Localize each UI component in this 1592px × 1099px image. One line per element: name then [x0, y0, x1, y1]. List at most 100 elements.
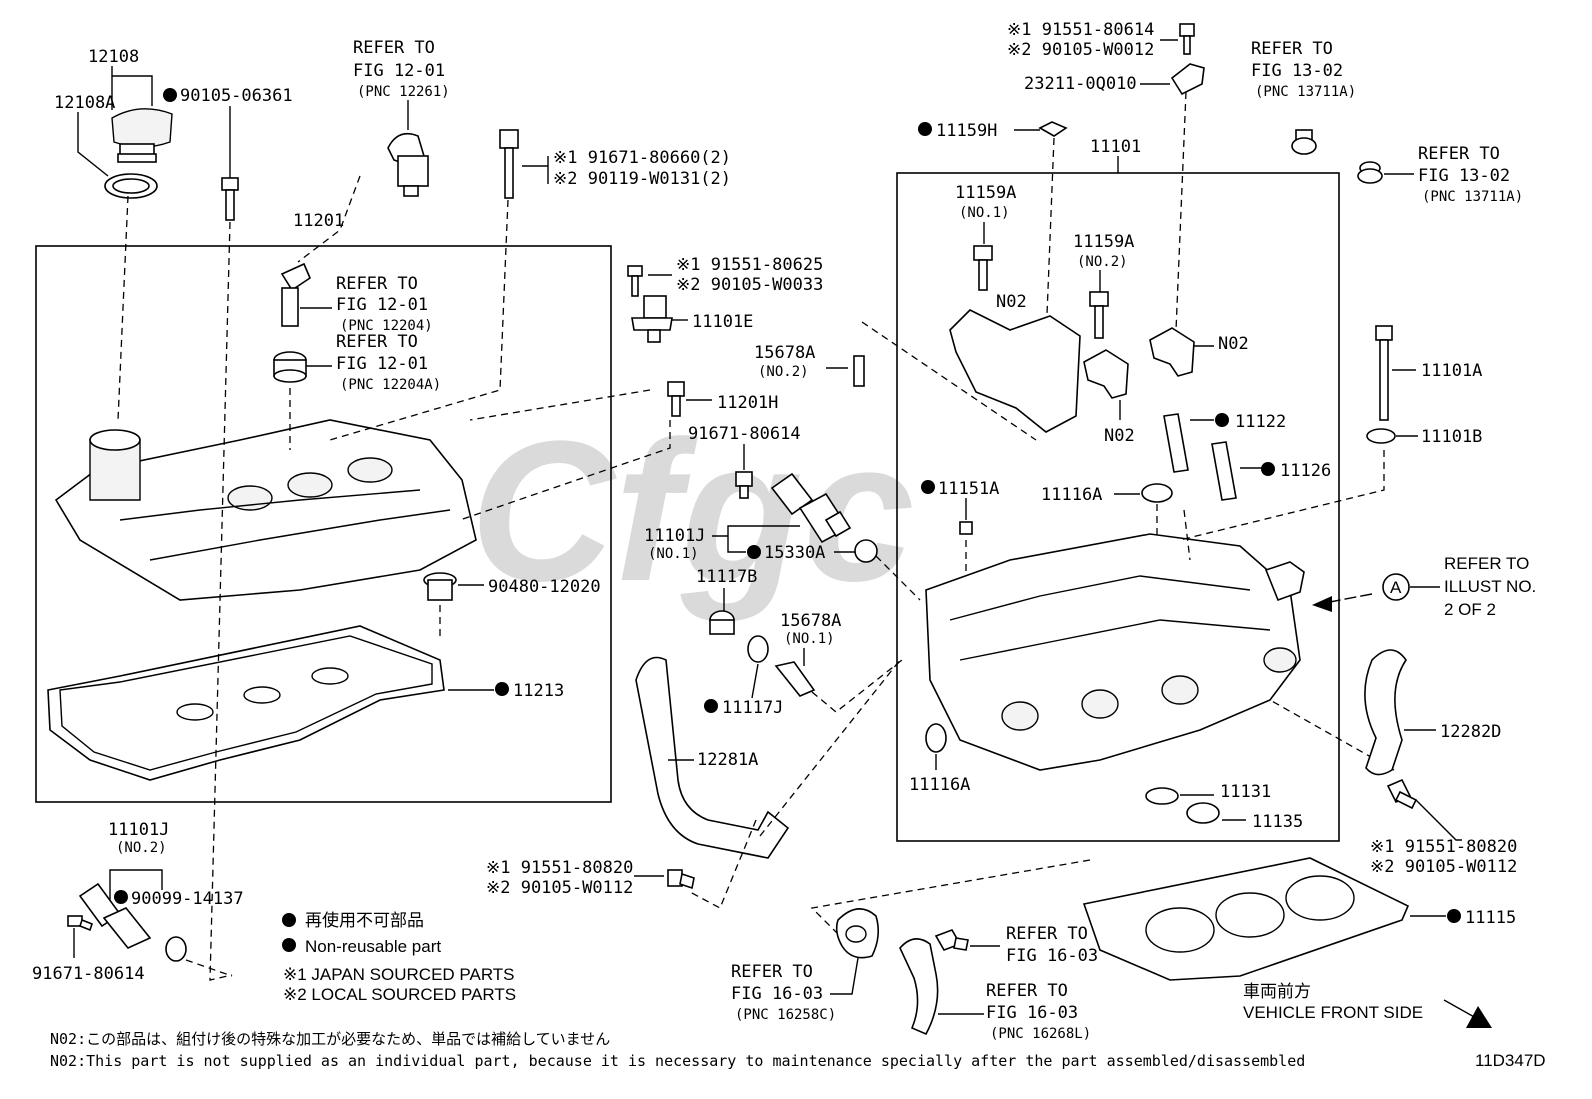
label-11159a-1-no: (NO.1) [959, 205, 1010, 221]
label-refer-12261-1: REFER TO [353, 38, 435, 58]
legend-dot-jp [282, 913, 296, 927]
label-11115: 11115 [1465, 908, 1516, 928]
label-n02-b: N02 [1104, 426, 1135, 446]
ocv-o-ring [854, 539, 878, 563]
vehicle-front-arrow [1443, 999, 1477, 1019]
label-91551-80625: ※1 91551-80625 [676, 255, 823, 275]
label-12108: 12108 [88, 47, 139, 67]
gasket-16268l [899, 938, 939, 1036]
label-refer-12261-2: FIG 12-01 [353, 61, 445, 81]
label-11101j-2: 11101J [108, 820, 169, 840]
pcv-valve [387, 132, 429, 197]
label-11101: 11101 [1090, 137, 1141, 157]
hanger-bolt-l [667, 869, 695, 890]
label-90105-w0012: ※2 90105-W0012 [1007, 40, 1154, 60]
non-reusable-mark [921, 480, 935, 494]
gasket-16258c [835, 908, 880, 959]
ocv-bolt [735, 471, 753, 499]
valve-guide-bushing [1163, 413, 1189, 473]
hanger-bolt-r [1386, 778, 1418, 810]
label-refer-16258c-1: REFER TO [731, 962, 813, 982]
label-11201: 11201 [293, 211, 344, 231]
cam-cap-bolt-no2 [1089, 291, 1109, 339]
plug-13711a-a [1291, 129, 1317, 155]
label-90105-06361: 90105-06361 [180, 86, 293, 106]
label-90099-14137: 90099-14137 [131, 889, 244, 909]
pcv-hose-connector [280, 262, 311, 327]
oil-control-valve [770, 472, 852, 544]
ocv-o-ring-no2 [165, 936, 187, 962]
label-refer-13711a-2: FIG 13-02 [1251, 61, 1343, 81]
oil-filler-cap [111, 108, 173, 163]
label-91671-80614-b: 91671-80614 [32, 964, 145, 984]
label-90480-12020: 90480-12020 [488, 577, 601, 597]
legend-nonreuse-jp: 再使用不可部品 [305, 910, 424, 930]
label-refer-16258c-3: (PNC 16258C) [735, 1007, 836, 1023]
non-reusable-mark [1215, 413, 1229, 427]
label-11126: 11126 [1280, 461, 1331, 481]
reference-circle-label: A [1390, 578, 1402, 597]
label-refer-12204a-3: (PNC 12204A) [340, 377, 441, 393]
cover-group-frame [35, 245, 612, 803]
non-reusable-mark [747, 545, 761, 559]
label-refer-16268l-2: FIG 16-03 [986, 1003, 1078, 1023]
plug-11151a [959, 521, 973, 535]
reference-circle-a [1382, 573, 1410, 601]
label-91671-80660: ※1 91671-80660(2) [553, 148, 731, 168]
cylinder-head-cover [54, 419, 477, 601]
label-11159a-2: 11159A [1073, 232, 1134, 252]
non-reusable-mark [495, 682, 509, 696]
cover-bolt [221, 177, 239, 221]
vehicle-front-jp: 車両前方 [1243, 982, 1311, 1001]
legend-nonreuse-en: Non-reusable part [305, 937, 441, 956]
legend-japan-sourced: ※1 JAPAN SOURCED PARTS [283, 965, 515, 984]
label-90105-w0033: ※2 90105-W0033 [676, 275, 823, 295]
label-11159a-2-no: (NO.2) [1077, 254, 1128, 270]
label-11159h: 11159H [936, 121, 997, 141]
cylinder-head [925, 533, 1305, 771]
label-15678a-2-no: (NO.2) [758, 364, 809, 380]
label-11159a-1: 11159A [955, 183, 1016, 203]
label-refer-13711a-1: REFER TO [1251, 39, 1333, 59]
bracket-bolt [1179, 23, 1195, 55]
long-bolt [499, 129, 519, 199]
label-11116a-b: 11116A [909, 775, 970, 795]
label-11135: 11135 [1252, 812, 1303, 832]
union-bolt [774, 661, 816, 697]
vehicle-front-en: VEHICLE FRONT SIDE [1243, 1003, 1423, 1022]
label-11117j: 11117J [722, 698, 783, 718]
label-refer-13711a-b-1: REFER TO [1418, 144, 1500, 164]
seal-11116a-b [925, 723, 947, 753]
label-refer-fig1603-b-2: FIG 16-03 [1006, 946, 1098, 966]
camshaft-bearing-cap-no2 [1083, 349, 1129, 399]
label-11101e: 11101E [692, 312, 753, 332]
label-91671-80614-a: 91671-80614 [688, 424, 801, 444]
note-n02-jp: N02:この部品は、組付け後の特殊な加工が必要なため、単品では補給していません [50, 1030, 610, 1048]
plug-11117b [709, 610, 735, 635]
label-refer-12204a-2: FIG 12-01 [336, 354, 428, 374]
plug-11135 [1186, 802, 1220, 824]
label-91551-80820-r: ※1 91551-80820 [1370, 837, 1517, 857]
label-11101a: 11101A [1421, 361, 1482, 381]
non-reusable-mark [918, 122, 932, 136]
cylinder-head-gasket [1082, 857, 1410, 981]
label-90105-w0112-l: ※2 90105-W0112 [486, 878, 633, 898]
label-15678a-1-no: (NO.1) [784, 631, 835, 647]
label-refer-16258c-2: FIG 16-03 [731, 984, 823, 1004]
label-11151a: 11151A [938, 479, 999, 499]
head-cover-gasket [47, 625, 445, 781]
gasket-11159h [1038, 121, 1068, 137]
label-refer-fig1603-b-1: REFER TO [1006, 924, 1088, 944]
label-n02-c: N02 [1218, 334, 1249, 354]
note-n02-en: N02:This part is not supplied as an indi… [50, 1052, 1305, 1070]
label-refer-13711a-b-3: (PNC 13711A) [1422, 189, 1523, 205]
head-bolt-washer [1366, 428, 1396, 444]
pin [853, 355, 865, 387]
legend-dot-en [282, 938, 296, 952]
label-refer-16268l-1: REFER TO [986, 981, 1068, 1001]
label-11101j-1-no: (NO.1) [648, 546, 699, 562]
stud-bolt [667, 381, 685, 417]
label-90105-w0112-r: ※2 90105-W0112 [1370, 857, 1517, 877]
label-11213: 11213 [513, 681, 564, 701]
label-refer-12204-3: (PNC 12204) [340, 318, 433, 334]
